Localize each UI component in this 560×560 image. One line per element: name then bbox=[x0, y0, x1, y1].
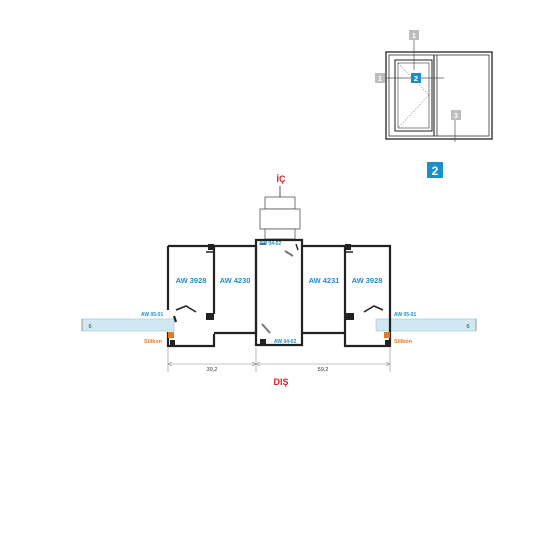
dim-left: 39,2 bbox=[207, 367, 218, 373]
key-marker-1-left bbox=[375, 73, 385, 83]
label-right-glazing: AW 05-01 bbox=[394, 312, 416, 318]
section-badge bbox=[427, 162, 443, 178]
label-top-gasket: AW 04-02 bbox=[259, 241, 281, 247]
key-plan: 1 1 2 3 bbox=[375, 30, 493, 142]
label-left-glazing: AW 05-01 bbox=[141, 312, 163, 318]
key-marker-2-text: 2 bbox=[414, 74, 418, 83]
key-marker-1-left-text: 1 bbox=[378, 74, 382, 83]
silicone-left-bead bbox=[168, 332, 174, 338]
inside-label: İÇ bbox=[277, 174, 287, 184]
label-right-sash: AW 3928 bbox=[352, 276, 383, 285]
dimension-lines bbox=[167, 348, 391, 372]
label-left-sash: AW 3928 bbox=[176, 276, 207, 285]
label-silicone-right: Silikon bbox=[394, 339, 413, 345]
profiles bbox=[166, 238, 392, 348]
label-bottom-gasket: AW 04-02 bbox=[274, 339, 296, 345]
center-gasket-marks bbox=[261, 250, 294, 334]
dim-right: 59,2 bbox=[318, 367, 329, 373]
outside-label: DIŞ bbox=[273, 377, 288, 387]
handle bbox=[259, 186, 301, 240]
label-right-mullion: AW 4231 bbox=[309, 276, 340, 285]
key-marker-1-top-text: 1 bbox=[412, 31, 416, 40]
gaskets bbox=[170, 244, 390, 345]
glass-left-thickness: 6 bbox=[88, 324, 91, 330]
silicone-right-bead bbox=[384, 332, 390, 338]
label-silicone-left: Silikon bbox=[144, 339, 163, 345]
key-marker-1-top bbox=[409, 30, 419, 40]
glass-right-thickness: 6 bbox=[466, 324, 469, 330]
label-left-mullion: AW 4230 bbox=[220, 276, 251, 285]
key-marker-3 bbox=[451, 110, 461, 120]
key-marker-2 bbox=[411, 73, 421, 83]
glass-right bbox=[375, 318, 477, 332]
key-marker-3-text: 3 bbox=[454, 111, 458, 120]
section-badge-text: 2 bbox=[432, 164, 439, 178]
glass-left bbox=[81, 318, 175, 332]
